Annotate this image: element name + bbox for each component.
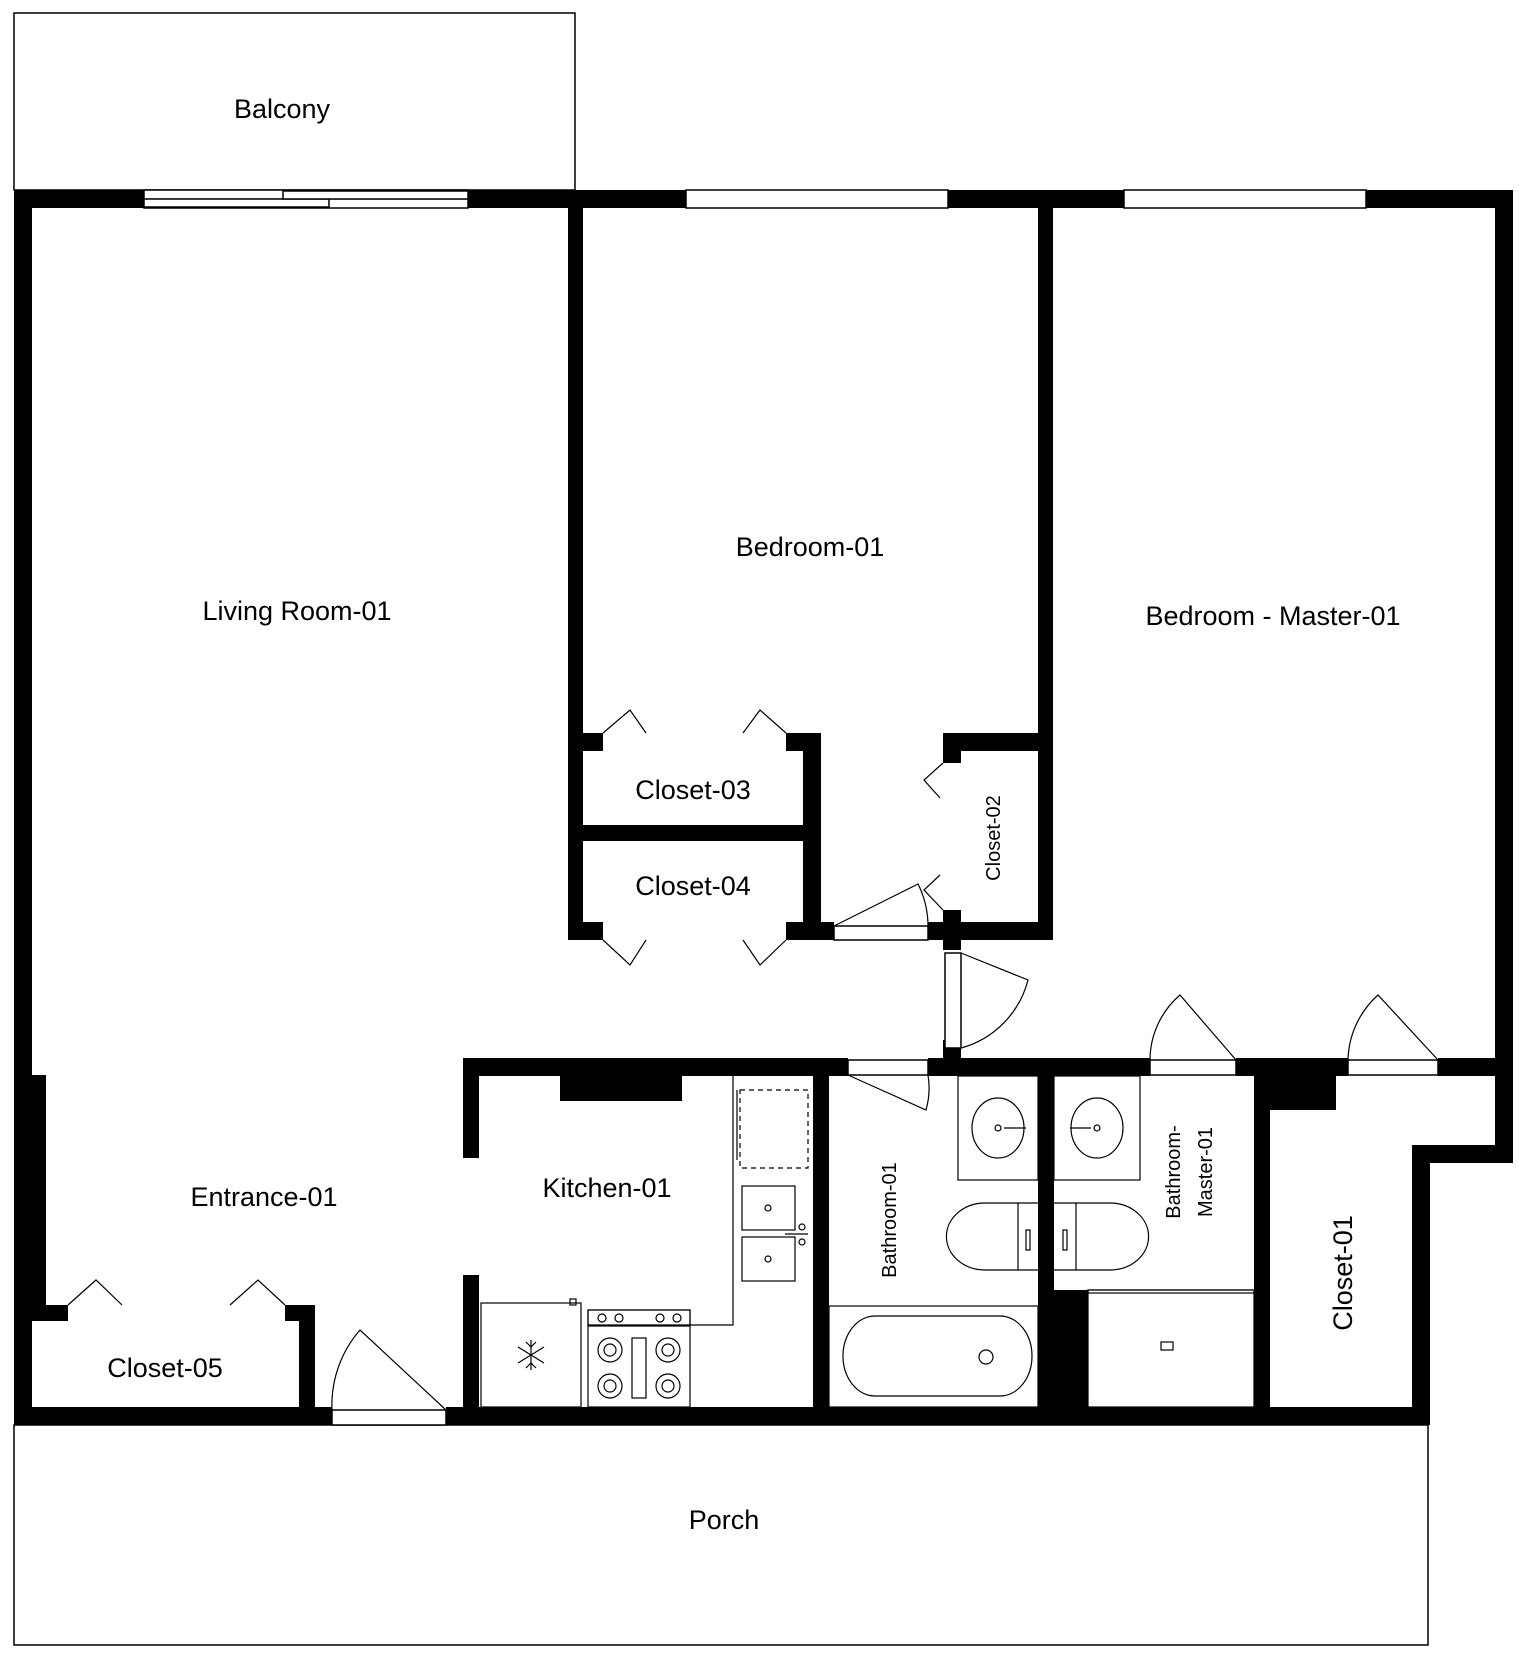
kitchen-fixtures bbox=[480, 1076, 809, 1408]
label-closet-05: Closet-05 bbox=[107, 1353, 223, 1383]
toilet-icon bbox=[1054, 1202, 1150, 1271]
sink-icon bbox=[741, 1185, 796, 1231]
sink-icon bbox=[1053, 1075, 1141, 1181]
bathroom-hall-door bbox=[944, 952, 962, 1049]
bathroom-01-door bbox=[847, 1059, 929, 1076]
bathroom-master-door bbox=[1149, 1059, 1237, 1076]
label-living-room: Living Room-01 bbox=[202, 596, 391, 626]
label-closet-01: Closet-01 bbox=[1328, 1215, 1358, 1331]
window-bedroom-01 bbox=[685, 189, 949, 209]
bathroom-01-fixtures bbox=[828, 1075, 1039, 1408]
label-porch: Porch bbox=[689, 1505, 760, 1535]
shower-icon bbox=[1087, 1289, 1255, 1408]
label-bathroom-01: Bathroom-01 bbox=[879, 1162, 901, 1278]
label-closet-02: Closet-02 bbox=[983, 795, 1005, 881]
room-labels: Balcony Living Room-01 Bedroom-01 Bedroo… bbox=[107, 94, 1400, 1535]
label-bedroom-master: Bedroom - Master-01 bbox=[1145, 601, 1400, 631]
label-bathroom-master-line1: Bathroom- bbox=[1163, 1125, 1185, 1218]
exterior-walls bbox=[14, 190, 1513, 1425]
windows bbox=[143, 189, 1367, 209]
interior-walls bbox=[14, 190, 1513, 1425]
label-bathroom-master-line2: Master-01 bbox=[1195, 1127, 1217, 1217]
stove-icon bbox=[587, 1309, 691, 1408]
label-kitchen: Kitchen-01 bbox=[542, 1173, 671, 1203]
snowflake-icon bbox=[480, 1298, 582, 1408]
label-balcony: Balcony bbox=[234, 94, 331, 124]
label-closet-04: Closet-04 bbox=[635, 871, 751, 901]
bathtub-icon bbox=[828, 1305, 1039, 1408]
bedroom-01-door bbox=[833, 925, 929, 941]
closet-01-door bbox=[1347, 1059, 1439, 1076]
porch-outline bbox=[13, 1424, 1429, 1646]
sink-icon bbox=[957, 1075, 1039, 1181]
doors bbox=[67, 709, 1439, 1426]
bathroom-master-fixtures bbox=[1053, 1075, 1255, 1408]
label-bedroom-01: Bedroom-01 bbox=[736, 532, 885, 562]
window-bedroom-master bbox=[1123, 189, 1367, 209]
label-closet-03: Closet-03 bbox=[635, 775, 751, 805]
toilet-icon bbox=[945, 1202, 1038, 1271]
entrance-door bbox=[331, 1409, 447, 1426]
label-entrance: Entrance-01 bbox=[190, 1182, 337, 1212]
